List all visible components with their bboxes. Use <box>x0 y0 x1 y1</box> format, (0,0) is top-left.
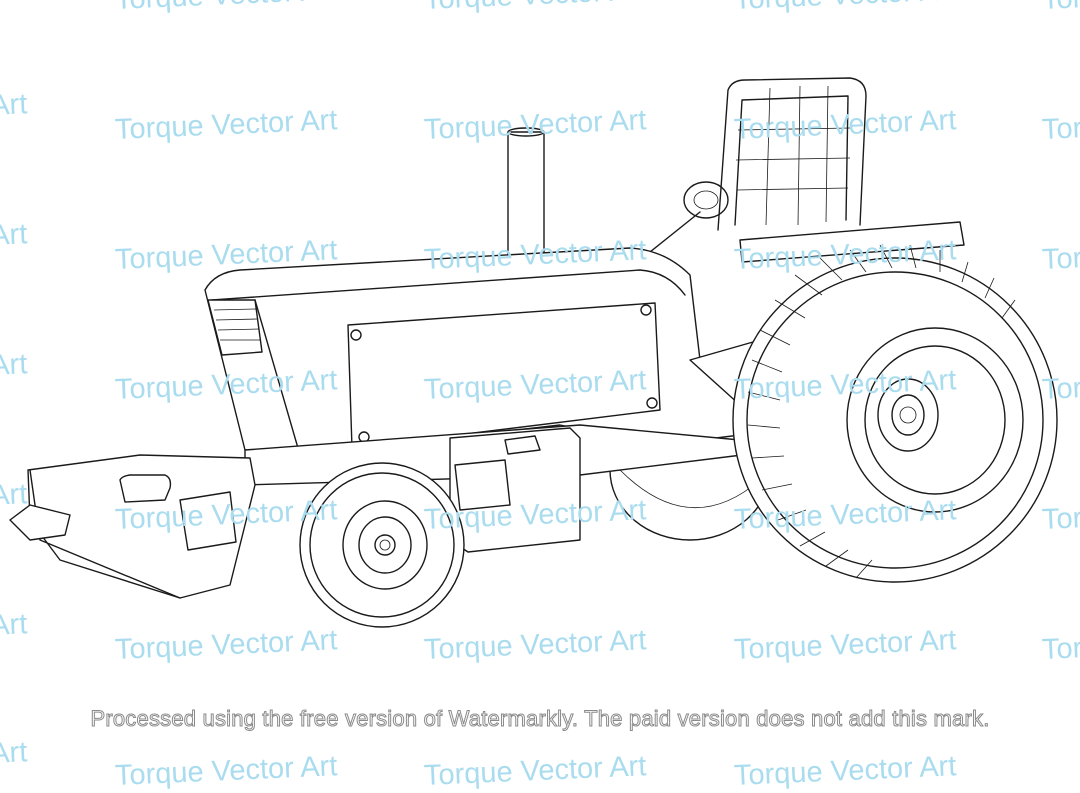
rear-fender <box>739 221 965 263</box>
front-weight-bar <box>9 454 256 599</box>
rear-tire-near <box>732 244 1058 583</box>
watermarkly-notice: Processed using the free version of Wate… <box>90 706 990 732</box>
steering-wheel <box>639 181 729 261</box>
center-weight-block <box>449 427 581 553</box>
engine-hood <box>204 247 741 456</box>
front-wheel <box>299 462 465 628</box>
tractor-pull-line-drawing <box>9 77 1058 628</box>
roll-cage <box>717 77 867 231</box>
exhaust-stack <box>507 127 545 273</box>
